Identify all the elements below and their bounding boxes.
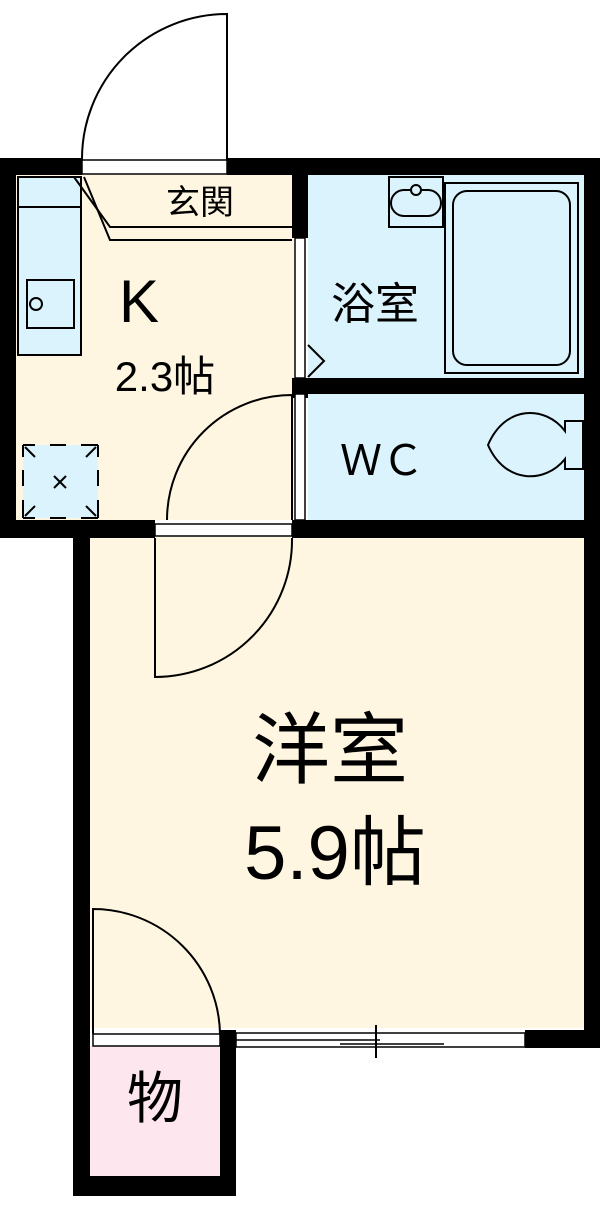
walls: [0, 158, 600, 1196]
washbasin: [388, 176, 444, 228]
storage-floor: [89, 1046, 220, 1176]
toilet-label: ＷＣ: [339, 437, 424, 484]
sliding-window[interactable]: [235, 1025, 526, 1058]
western-room-floor: [90, 537, 584, 1028]
washing-machine-space: [22, 444, 99, 519]
storage-label: 物: [127, 1067, 183, 1132]
kitchen-counter: [17, 176, 82, 356]
openings: [81, 159, 306, 1047]
bathroom-label: 浴室: [331, 279, 419, 330]
western-room-door[interactable]: [154, 537, 294, 679]
front-door[interactable]: [80, 12, 228, 161]
toilet: [486, 411, 584, 478]
kitchen-door[interactable]: [166, 393, 293, 521]
bathroom-door[interactable]: [307, 344, 326, 378]
entrance-label: 玄関: [166, 183, 234, 223]
bathtub: [444, 182, 579, 374]
storage-door[interactable]: [92, 907, 221, 1035]
kitchen-label: K: [118, 268, 160, 335]
western-room-label: 洋室: [251, 706, 408, 796]
kitchen-size: 2.3帖: [114, 353, 216, 400]
western-room-size: 5.9帖: [244, 811, 426, 896]
entrance-step: [73, 176, 292, 241]
